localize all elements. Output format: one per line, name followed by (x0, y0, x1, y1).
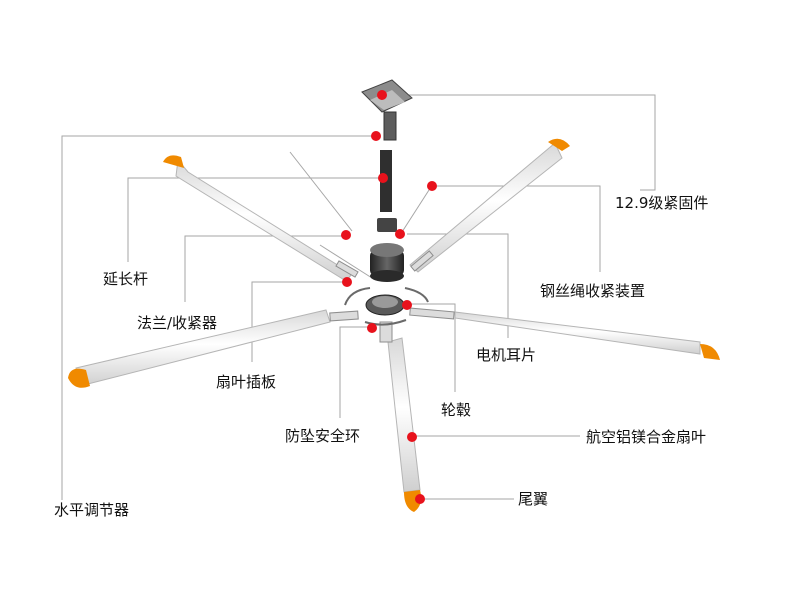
blade-right (454, 311, 720, 360)
safety-ring-graphic (344, 287, 429, 326)
blade-upper-left (163, 155, 353, 282)
label-extension-rod: 延长杆 (103, 270, 149, 288)
hub-graphic (365, 294, 405, 316)
wire-cross (319, 244, 373, 279)
leader-safety-ring (405, 303, 456, 392)
label-safety-ring: 防坠安全环 (285, 427, 361, 445)
label-alloy-blade: 航空铝镁合金扇叶 (586, 428, 707, 446)
leader-extension-rod (127, 177, 382, 262)
label-hub: 轮毂 (441, 401, 472, 419)
wire-left (289, 151, 353, 232)
markers (341, 90, 437, 504)
blade-plates (329, 250, 455, 343)
leader-blade-plate (407, 233, 509, 338)
leader-hub (339, 326, 372, 418)
label-blade-plate: 扇叶插板 (216, 373, 277, 391)
blade-bottom (387, 337, 422, 512)
mount-assembly (361, 79, 413, 232)
motor-graphic (370, 243, 404, 282)
leader-leveler (61, 135, 378, 500)
wire-right (401, 189, 430, 233)
leader-fastener (385, 94, 656, 191)
label-motor-lug: 电机耳片 (476, 346, 537, 364)
blade-upper-right (409, 138, 570, 273)
blade-left (68, 309, 331, 388)
label-fastener: 12.9级紧固件 (615, 194, 709, 212)
label-wire-tensioner: 钢丝绳收紧装置 (540, 282, 646, 300)
leader-lines (61, 94, 656, 500)
label-leveler: 水平调节器 (54, 501, 130, 519)
leader-wire-tensioner (432, 185, 601, 272)
label-tail-wing: 尾翼 (518, 490, 549, 508)
label-flange: 法兰/收紧器 (137, 314, 218, 332)
